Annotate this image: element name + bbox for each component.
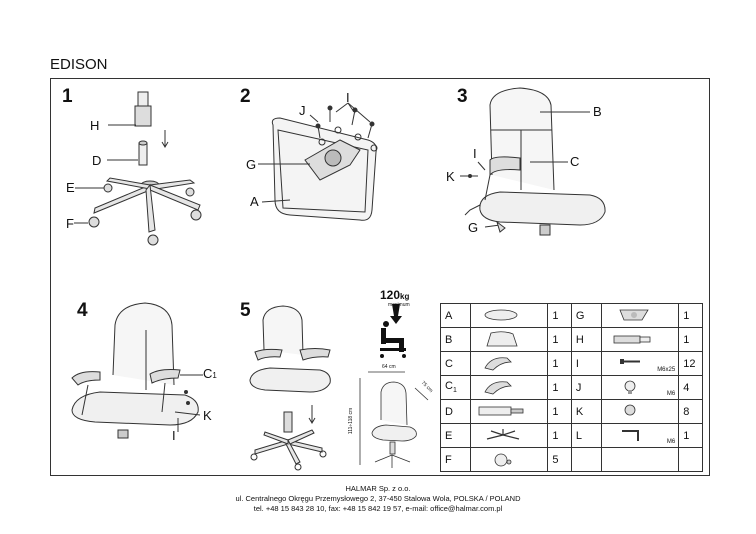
part-qty: 1 xyxy=(678,303,703,328)
part-letter xyxy=(570,447,603,472)
label-I-4: I xyxy=(172,428,176,443)
step-number-1: 1 xyxy=(62,86,73,107)
part-letter: C xyxy=(439,351,472,376)
part-image xyxy=(470,327,549,352)
step-number-5: 5 xyxy=(240,300,251,321)
part-letter: K xyxy=(570,399,603,424)
part-qty xyxy=(678,447,703,472)
label-F: F xyxy=(66,216,74,231)
part-letter: I xyxy=(570,351,603,376)
footer-contact: tel. +48 15 843 28 10, fax: +48 15 842 1… xyxy=(253,504,503,513)
part-image xyxy=(601,399,680,424)
part-letter: G xyxy=(570,303,603,328)
part-image xyxy=(470,423,549,448)
dim-height: 111÷118 cm xyxy=(348,407,355,435)
label-E: E xyxy=(66,180,75,195)
part-qty: 4 xyxy=(678,375,703,400)
part-size-label: M6x25 xyxy=(657,367,676,373)
part-qty: 1 xyxy=(678,327,703,352)
part-image xyxy=(470,399,549,424)
label-K: K xyxy=(446,169,455,184)
label-I-3: I xyxy=(473,146,477,161)
part-qty: 1 xyxy=(678,423,703,448)
part-qty: 1 xyxy=(547,303,572,328)
footer-address: ul. Centralnego Okręgu Przemysłowego 2, … xyxy=(235,494,521,503)
dim-width: 64 cm xyxy=(382,364,396,370)
instruction-frame xyxy=(50,78,710,476)
part-letter: L xyxy=(570,423,603,448)
part-image xyxy=(601,327,680,352)
footer-company: HALMAR Sp. z o.o. xyxy=(345,484,411,493)
part-image xyxy=(470,447,549,472)
part-image xyxy=(470,303,549,328)
label-D: D xyxy=(92,153,102,168)
part-qty: 1 xyxy=(547,399,572,424)
part-image xyxy=(470,351,549,376)
part-qty: 1 xyxy=(547,423,572,448)
part-letter: B xyxy=(439,327,472,352)
part-qty: 8 xyxy=(678,399,703,424)
part-image xyxy=(601,303,680,328)
part-letter: C1 xyxy=(439,375,472,400)
part-letter: E xyxy=(439,423,472,448)
part-qty: 1 xyxy=(547,327,572,352)
part-letter: F xyxy=(439,447,472,472)
step-number-4: 4 xyxy=(77,300,88,321)
label-C1: C1 xyxy=(203,366,217,381)
part-image xyxy=(601,447,680,472)
label-K-4: K xyxy=(203,408,212,423)
step-number-3: 3 xyxy=(457,86,468,107)
label-I: I xyxy=(346,90,350,105)
part-image xyxy=(470,375,549,400)
step-number-2: 2 xyxy=(240,86,251,107)
weight-note: maximum xyxy=(388,302,410,308)
part-size-label: M6 xyxy=(666,391,676,397)
part-letter: J xyxy=(570,375,603,400)
weight-person-icon xyxy=(380,304,406,358)
label-C: C xyxy=(570,154,580,169)
label-G: G xyxy=(246,157,257,172)
part-size-label: M6 xyxy=(666,439,676,445)
label-G-3: G xyxy=(468,220,479,235)
part-image: M6 xyxy=(601,375,680,400)
part-letter: H xyxy=(570,327,603,352)
part-letter: D xyxy=(439,399,472,424)
part-image: M6x25 xyxy=(601,351,680,376)
part-letter: A xyxy=(439,303,472,328)
part-qty: 5 xyxy=(547,447,572,472)
part-qty: 1 xyxy=(547,375,572,400)
weight-limit: 120kg xyxy=(380,288,410,302)
part-image: M6 xyxy=(601,423,680,448)
label-H: H xyxy=(90,118,100,133)
part-qty: 1 xyxy=(547,351,572,376)
page-title: EDISON xyxy=(50,56,108,73)
label-J: J xyxy=(299,103,306,118)
label-A: A xyxy=(250,194,259,209)
label-B: B xyxy=(593,104,602,119)
part-qty: 12 xyxy=(678,351,703,376)
